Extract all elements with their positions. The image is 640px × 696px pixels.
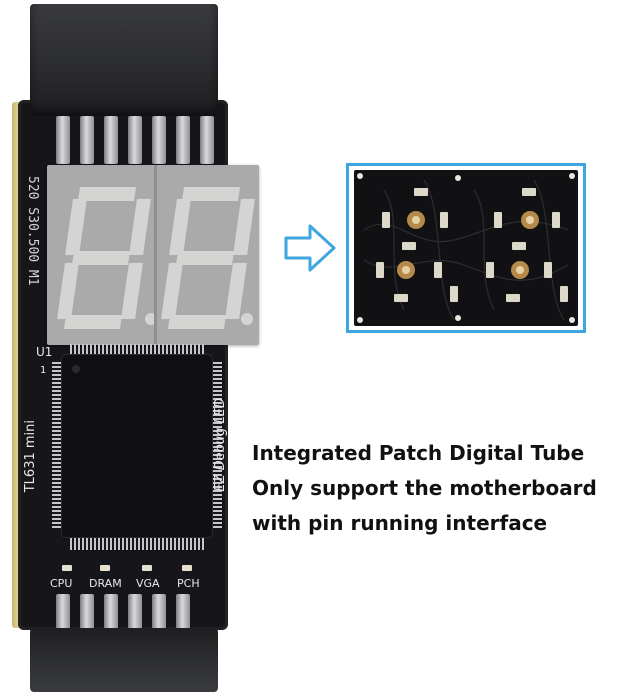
led-pch xyxy=(182,565,192,571)
pin1-marker: 1 xyxy=(40,365,47,376)
top-pin-row xyxy=(34,116,218,166)
chip-pins-bottom xyxy=(70,538,204,550)
inset-pcb-traces xyxy=(357,173,575,323)
inset-led-pcb xyxy=(354,170,578,326)
led-vga xyxy=(142,565,152,571)
digit2-dot xyxy=(241,313,253,325)
chip-pins-right xyxy=(212,362,222,530)
controller-chip xyxy=(62,355,212,537)
arrow-right-icon xyxy=(284,224,336,272)
caption-line-1: Integrated Patch Digital Tube xyxy=(252,441,585,465)
display-divider xyxy=(154,165,157,345)
chip-pins-left xyxy=(52,362,62,530)
led-label-vga: VGA xyxy=(136,577,160,590)
brand-label: EZ Debug LED xyxy=(213,398,228,492)
chip-pins-top xyxy=(70,344,204,356)
chip-pin1-dot xyxy=(72,365,80,373)
led-cpu xyxy=(62,565,72,571)
product-caption: Integrated Patch Digital Tube Only suppo… xyxy=(252,436,640,541)
led-dram xyxy=(100,565,110,571)
chip-ref-label: U1 xyxy=(36,345,53,359)
caption-line-3: with pin running interface xyxy=(252,511,548,535)
bottom-pin-header xyxy=(30,628,218,692)
display-part-label: 520 S30.500 M1 xyxy=(25,176,40,286)
bottom-pin-row xyxy=(34,594,218,638)
caption-line-2: Only support the motherboard xyxy=(252,476,597,500)
led-label-pch: PCH xyxy=(177,577,200,590)
seven-segment-display xyxy=(47,165,259,345)
top-pin-header xyxy=(30,4,218,116)
model-label: TL631 mini xyxy=(23,420,38,493)
led-label-cpu: CPU xyxy=(50,577,73,590)
led-label-dram: DRAM xyxy=(89,577,122,590)
